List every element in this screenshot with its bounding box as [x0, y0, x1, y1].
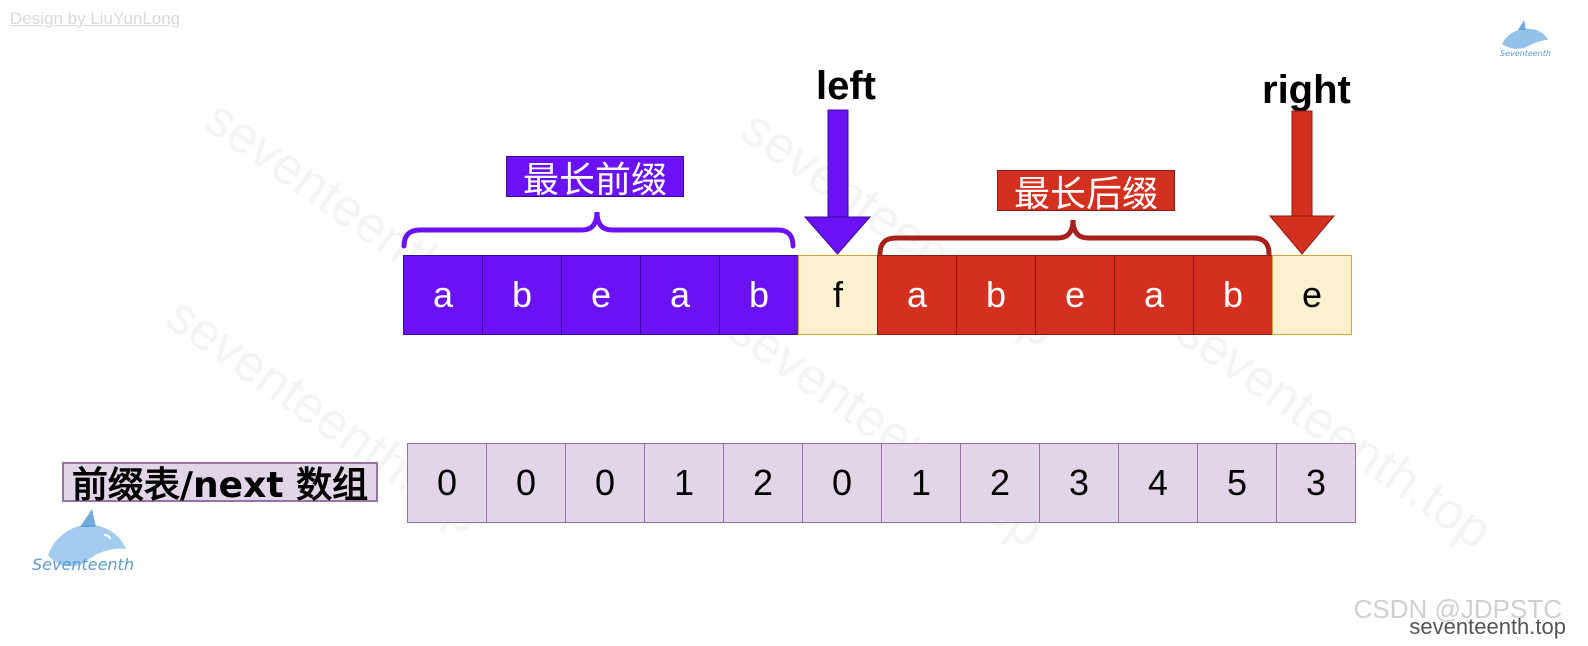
next-cell: 0: [565, 443, 645, 523]
right-arrow-icon: [1268, 110, 1336, 255]
next-cell: 3: [1276, 443, 1356, 523]
orca-logo-icon: [48, 509, 126, 567]
orca-logo-icon: Seventeenth: [1500, 20, 1551, 58]
next-cell: 3: [1039, 443, 1119, 523]
right-pointer-label: right: [1262, 68, 1351, 112]
site-watermark: seventeenth.top: [1409, 614, 1566, 639]
string-cell: a: [1114, 255, 1194, 335]
next-cell: 0: [802, 443, 882, 523]
next-array-label: 前缀表/next 数组: [62, 462, 378, 506]
string-cell: b: [482, 255, 562, 335]
next-cell: 2: [960, 443, 1040, 523]
string-cell: a: [877, 255, 957, 335]
next-cell: 4: [1118, 443, 1198, 523]
logo-large: Seventeenth: [30, 505, 146, 585]
next-cell: 5: [1197, 443, 1277, 523]
left-arrow-icon: [803, 109, 872, 255]
csdn-watermark: CSDN @JDPSTC: [1353, 594, 1562, 624]
string-cell: b: [956, 255, 1036, 335]
suffix-brace-icon: [877, 219, 1272, 257]
next-cell: 2: [723, 443, 803, 523]
string-cell: b: [719, 255, 799, 335]
design-credit: Design by LiuYunLong: [10, 9, 181, 28]
next-cell: 0: [407, 443, 487, 523]
logo-small-text: Seventeenth: [1500, 49, 1551, 58]
next-cell: 0: [486, 443, 566, 523]
string-cell-current: e: [1272, 255, 1352, 335]
string-cell: e: [561, 255, 641, 335]
suffix-label: 最长后缀: [997, 170, 1175, 215]
string-cell: a: [403, 255, 483, 335]
left-pointer-label: left: [816, 64, 876, 108]
prefix-label: 最长前缀: [506, 156, 684, 201]
next-cell: 1: [644, 443, 724, 523]
logo-small: Seventeenth: [1496, 18, 1552, 58]
string-cell: e: [1035, 255, 1115, 335]
logo-large-text: Seventeenth: [32, 555, 134, 574]
string-cell-mismatch: f: [798, 255, 878, 335]
string-cell: a: [640, 255, 720, 335]
prefix-brace-icon: [401, 211, 796, 249]
next-cell: 1: [881, 443, 961, 523]
string-cell: b: [1193, 255, 1273, 335]
